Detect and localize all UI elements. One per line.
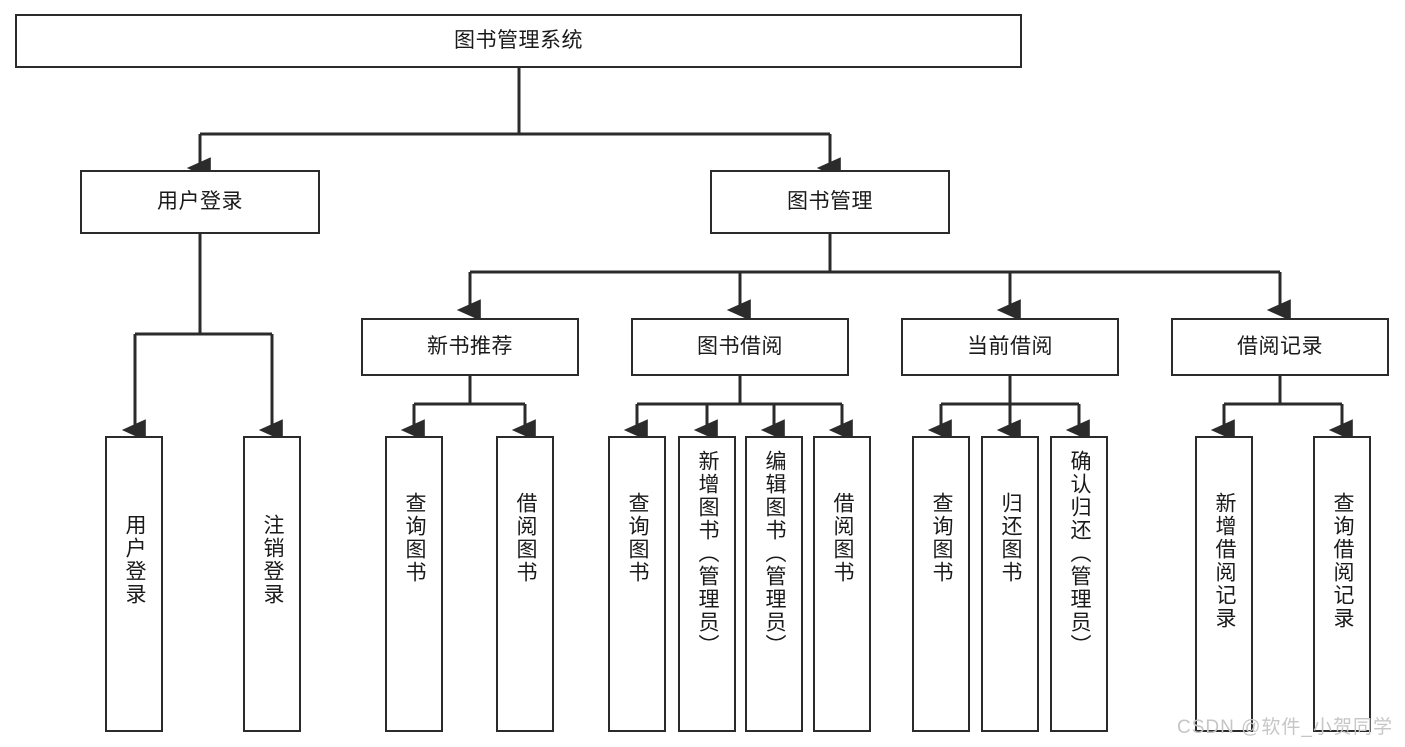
node-label: 借阅图书 [514,492,538,584]
leaf-book-borrow-add-book-admin[interactable]: 新增图书（管理员） [678,436,736,732]
leaf-new-book-query-books[interactable]: 查询图书 [385,436,443,732]
csdn-watermark: CSDN @软件_小贺同学 [1177,717,1393,738]
node-borrow-record[interactable]: 借阅记录 [1171,318,1389,376]
leaf-new-book-borrow-books[interactable]: 借阅图书 [496,436,554,732]
node-book-borrow[interactable]: 图书借阅 [631,318,849,376]
node-label: 新书推荐 [427,334,513,358]
leaf-book-borrow-borrow-books[interactable]: 借阅图书 [813,436,871,732]
leaf-current-borrow-return-books[interactable]: 归还图书 [981,436,1039,732]
node-label: 注销登录 [261,514,285,606]
node-label: 新增图书（管理员） [696,450,720,657]
leaf-user-login-login[interactable]: 用户登录 [105,436,163,732]
node-label: 用户登录 [157,189,243,213]
leaf-user-login-logout[interactable]: 注销登录 [243,436,301,732]
node-label: 查询图书 [403,492,427,584]
leaf-borrow-record-query-record[interactable]: 查询借阅记录 [1313,436,1371,732]
node-user-login[interactable]: 用户登录 [80,170,320,234]
node-new-book-recommend[interactable]: 新书推荐 [361,318,579,376]
leaf-book-borrow-edit-book-admin[interactable]: 编辑图书（管理员） [745,436,803,732]
node-label: 确认归还（管理员） [1068,450,1092,657]
node-root-book-management-system[interactable]: 图书管理系统 [15,14,1022,68]
node-label: 编辑图书（管理员） [763,450,787,657]
node-label: 新增借阅记录 [1213,492,1237,630]
node-label: 归还图书 [999,492,1023,584]
node-label: 图书管理 [787,189,873,213]
node-book-management[interactable]: 图书管理 [710,170,950,234]
node-label: 查询借阅记录 [1331,492,1355,630]
node-label: 用户登录 [123,514,147,606]
node-label: 查询图书 [626,492,650,584]
leaf-borrow-record-add-record[interactable]: 新增借阅记录 [1195,436,1253,732]
leaf-current-borrow-confirm-return-admin[interactable]: 确认归还（管理员） [1050,436,1108,732]
node-label: 图书借阅 [697,334,783,358]
node-label: 查询图书 [930,492,954,584]
node-current-borrow[interactable]: 当前借阅 [901,318,1119,376]
node-label: 借阅记录 [1237,334,1323,358]
node-label: 借阅图书 [831,492,855,584]
leaf-book-borrow-query-books[interactable]: 查询图书 [608,436,666,732]
node-label: 当前借阅 [967,334,1053,358]
node-label: 图书管理系统 [454,28,583,52]
leaf-current-borrow-query-books[interactable]: 查询图书 [912,436,970,732]
